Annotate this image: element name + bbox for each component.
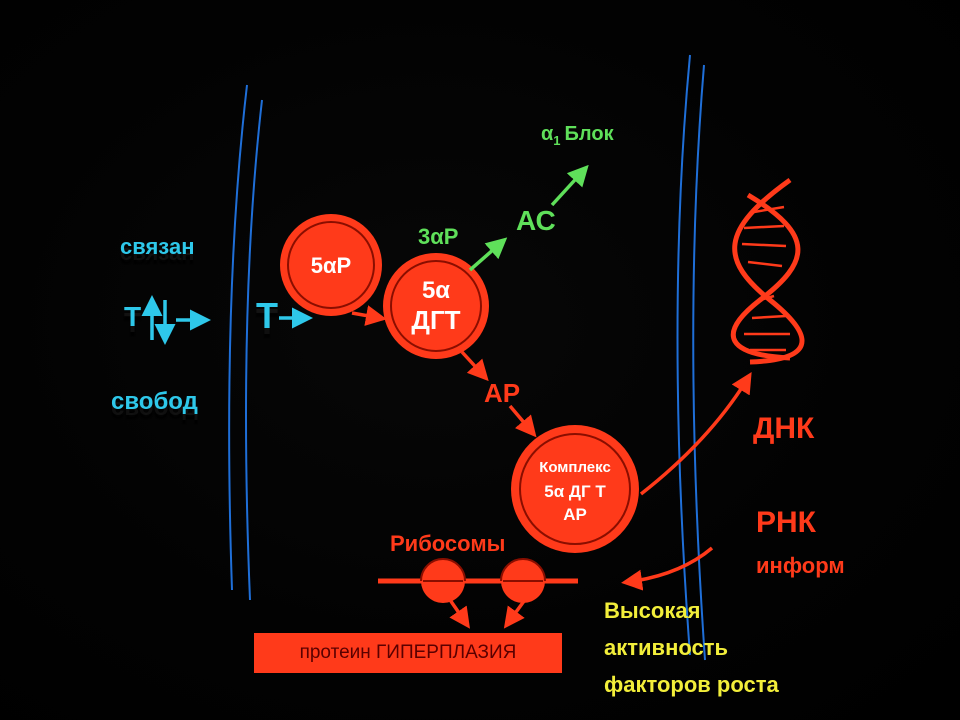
growth-factors-line3: факторов роста bbox=[604, 672, 779, 697]
circle-5ar bbox=[280, 214, 382, 316]
3ar-label: 3αР bbox=[418, 224, 459, 249]
t-free-label: Т bbox=[124, 301, 142, 332]
rna-label: РНК bbox=[756, 506, 816, 539]
growth-factors-line1: Высокая bbox=[604, 598, 701, 623]
t-inner-label: Т bbox=[256, 295, 278, 336]
ribosome-left bbox=[420, 558, 466, 603]
growth-factors-line2: активность bbox=[604, 635, 729, 660]
ribosome-strand bbox=[378, 558, 578, 603]
ac-label: АС bbox=[516, 205, 556, 236]
protein-hyperplasia-label: протеин ГИПЕРПЛАЗИЯ bbox=[299, 642, 517, 663]
inform-label: информ bbox=[756, 553, 845, 578]
circle-complex-label-line1: Комплекс bbox=[539, 459, 611, 476]
circle-complex-label-line3: АР bbox=[563, 505, 587, 524]
circle-5ar-label: 5αР bbox=[310, 253, 352, 278]
ribosomes-label: Рибосомы bbox=[390, 531, 506, 556]
ar-label: АР bbox=[484, 378, 521, 408]
alpha-subscript: 1 bbox=[553, 133, 561, 148]
bound-free-exchange-arrows bbox=[141, 295, 211, 345]
circle-complex-label-line2: 5α ДГ Т bbox=[544, 482, 606, 501]
circle-dht-label-line2: ДГТ bbox=[411, 305, 461, 335]
ribosome-right bbox=[500, 558, 546, 603]
left-membrane bbox=[228, 84, 263, 601]
dna-helix-icon bbox=[730, 177, 805, 365]
right-membrane bbox=[676, 54, 706, 661]
circle-dht-label-line1: 5α bbox=[421, 277, 451, 304]
circle-dht bbox=[383, 253, 489, 359]
alpha-symbol: α bbox=[541, 123, 554, 145]
green-arrows bbox=[468, 164, 589, 272]
circle-complex bbox=[511, 425, 639, 553]
free-label: свобод bbox=[111, 388, 198, 415]
bound-label: связан bbox=[120, 234, 195, 259]
dna-label: ДНК bbox=[753, 412, 815, 445]
block-word: Блок bbox=[564, 123, 614, 145]
protein-hyperplasia-box: протеин ГИПЕРПЛАЗИЯ bbox=[254, 633, 562, 673]
